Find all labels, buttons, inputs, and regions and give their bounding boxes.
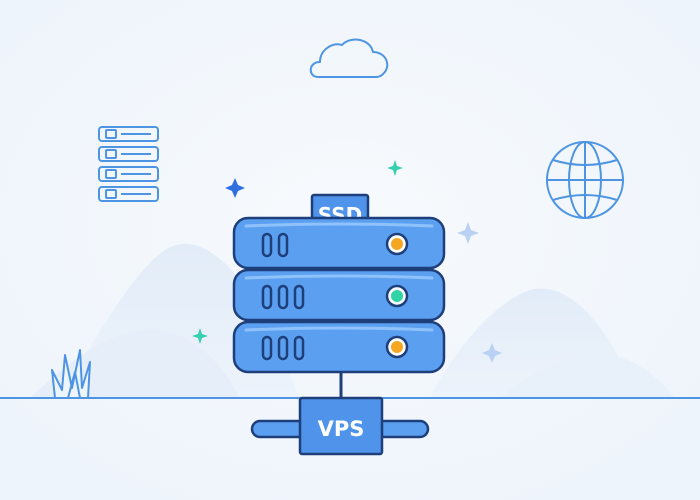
- server-rack-icon: [98, 126, 159, 202]
- drive-slots: [261, 335, 305, 361]
- vps-tag: VPS: [298, 396, 384, 456]
- drive-slots: [261, 284, 305, 310]
- sparkle-icon: [482, 343, 502, 363]
- sparkles: [192, 160, 502, 363]
- server-unit-bottom: [232, 320, 446, 374]
- sparkle-icon: [225, 178, 245, 198]
- vps-label: VPS: [318, 417, 365, 441]
- sparkle-icon: [387, 160, 403, 176]
- server-unit-middle: [232, 268, 446, 322]
- cloud-icon: [309, 38, 389, 78]
- drive-slots: [261, 232, 289, 258]
- sparkle-icon: [192, 328, 208, 344]
- sparkle-icon: [457, 222, 479, 244]
- server-unit-top: [232, 216, 446, 270]
- grass-icon: [51, 349, 91, 399]
- globe-icon: [546, 141, 624, 219]
